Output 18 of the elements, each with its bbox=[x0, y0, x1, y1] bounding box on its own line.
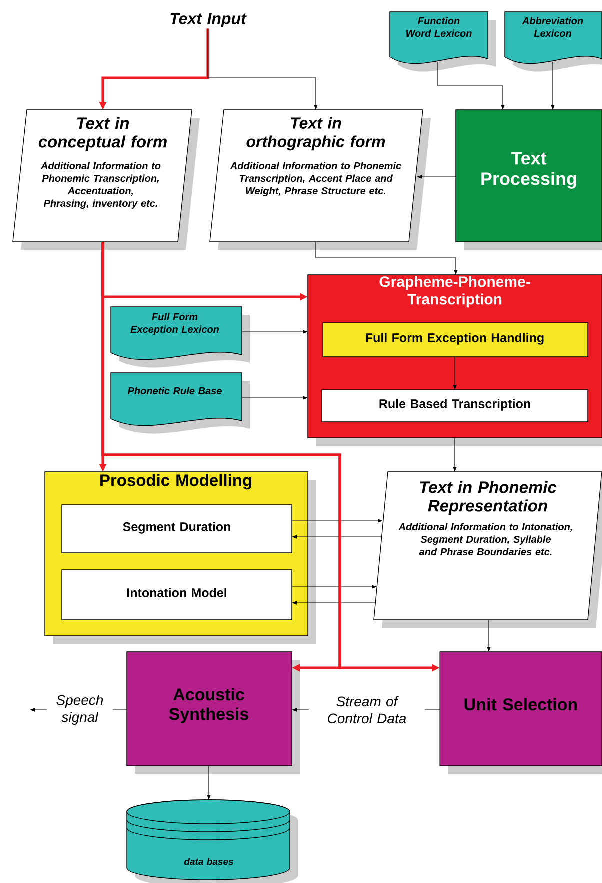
data-parallelogram: Text in Phonemic Representation Additional Information to Intonation, Segment Duration, Syllable and Phrase Boundaries etc. bbox=[374, 472, 602, 628]
process-box: Unit Selection bbox=[440, 652, 602, 774]
lexicon-document: Function Word Lexicon bbox=[390, 12, 496, 72]
process-box: Segment Duration bbox=[62, 504, 292, 554]
process-box: Text Processing bbox=[456, 110, 602, 250]
lexicon-document: Full Form Exception Lexicon bbox=[110, 306, 250, 368]
process-box: Intonation Model bbox=[62, 570, 292, 620]
database-cylinder: data bases bbox=[126, 800, 298, 883]
process-box: Acoustic Synthesis bbox=[126, 652, 300, 774]
edge-label: Stream of Control Data bbox=[309, 694, 425, 726]
process-box: Full Form Exception Handling bbox=[322, 322, 588, 358]
edge-label: Speech signal bbox=[47, 692, 113, 728]
data-parallelogram: Text in conceptual form Additional Information to Phonemic Transcription, Accentuation, Phrasing, inventory etc. bbox=[12, 110, 200, 250]
input-text: Text Input bbox=[170, 13, 247, 28]
lexicon-document: Abbreviation Lexicon bbox=[504, 12, 602, 72]
lexicon-document: Phonetic Rule Base bbox=[110, 372, 250, 434]
data-parallelogram: Text in orthographic form Additional Information to Phonemic Transcription, Accent Place and Weight, Phrase Structure etc. bbox=[210, 110, 431, 250]
process-box: Rule Based Transcription bbox=[322, 390, 588, 422]
